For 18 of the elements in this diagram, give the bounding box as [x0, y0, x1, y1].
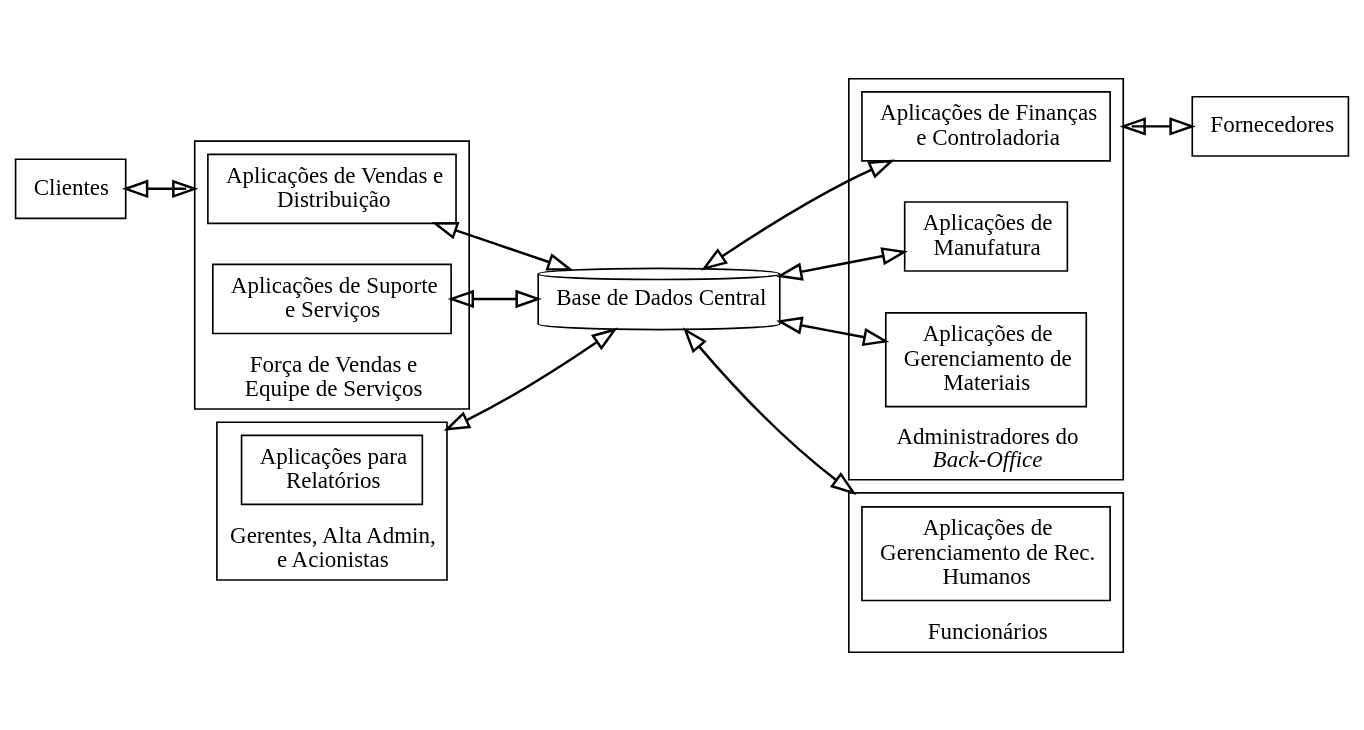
arrow	[701, 158, 895, 270]
arrow	[682, 326, 857, 495]
node-box: Aplicações de Gerenciamento de Rec. Humanos	[861, 505, 1111, 601]
node-box: Aplicações de Vendas e Distribuição	[207, 153, 457, 224]
arrow	[1119, 116, 1196, 136]
node-box: Aplicações de Gerenciamento de Materiais	[884, 311, 1088, 407]
node-box: Aplicações de Manufatura	[903, 200, 1069, 272]
arrow	[443, 327, 618, 431]
arrow	[431, 221, 574, 271]
node-box: Fornecedores	[1191, 95, 1350, 157]
arrow	[447, 289, 542, 308]
node-box: Clientes	[14, 157, 127, 219]
arrow	[122, 179, 199, 198]
node-box: Aplicações de Finanças e Controladoria	[861, 90, 1111, 162]
node-box: Aplicações de Suporte e Serviços	[212, 263, 452, 334]
arrow	[776, 246, 908, 281]
node-box: Aplicações para Relatórios	[240, 434, 424, 505]
arrow	[776, 315, 890, 346]
